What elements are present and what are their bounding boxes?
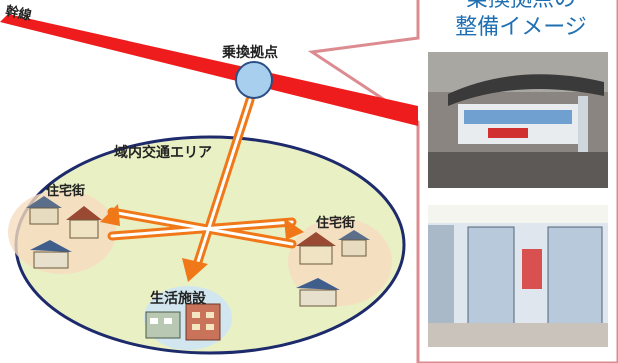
facility-label: 生活施設 <box>150 291 206 307</box>
house-icon <box>26 196 102 269</box>
callout-title-line2: 整備イメージ <box>455 15 587 40</box>
callout-title: 乗換拠点の 整備イメージ <box>424 0 618 42</box>
trunk-line <box>0 14 418 126</box>
building-icon <box>145 303 221 341</box>
transfer-hub-label: 乗換拠点 <box>222 45 278 61</box>
flow-arrows <box>107 95 297 273</box>
residential-left-label: 住宅街 <box>46 184 86 199</box>
residential-right-label: 住宅街 <box>316 216 356 231</box>
arrow-heads <box>100 204 304 282</box>
area-label: 域内交通エリア <box>114 145 212 161</box>
waiting-room-photo <box>428 205 608 347</box>
transfer-hub-circle <box>235 61 273 99</box>
house-icon <box>296 230 370 307</box>
bus-shelter-photo <box>428 52 608 188</box>
callout-title-line1: 乗換拠点の <box>424 0 618 14</box>
